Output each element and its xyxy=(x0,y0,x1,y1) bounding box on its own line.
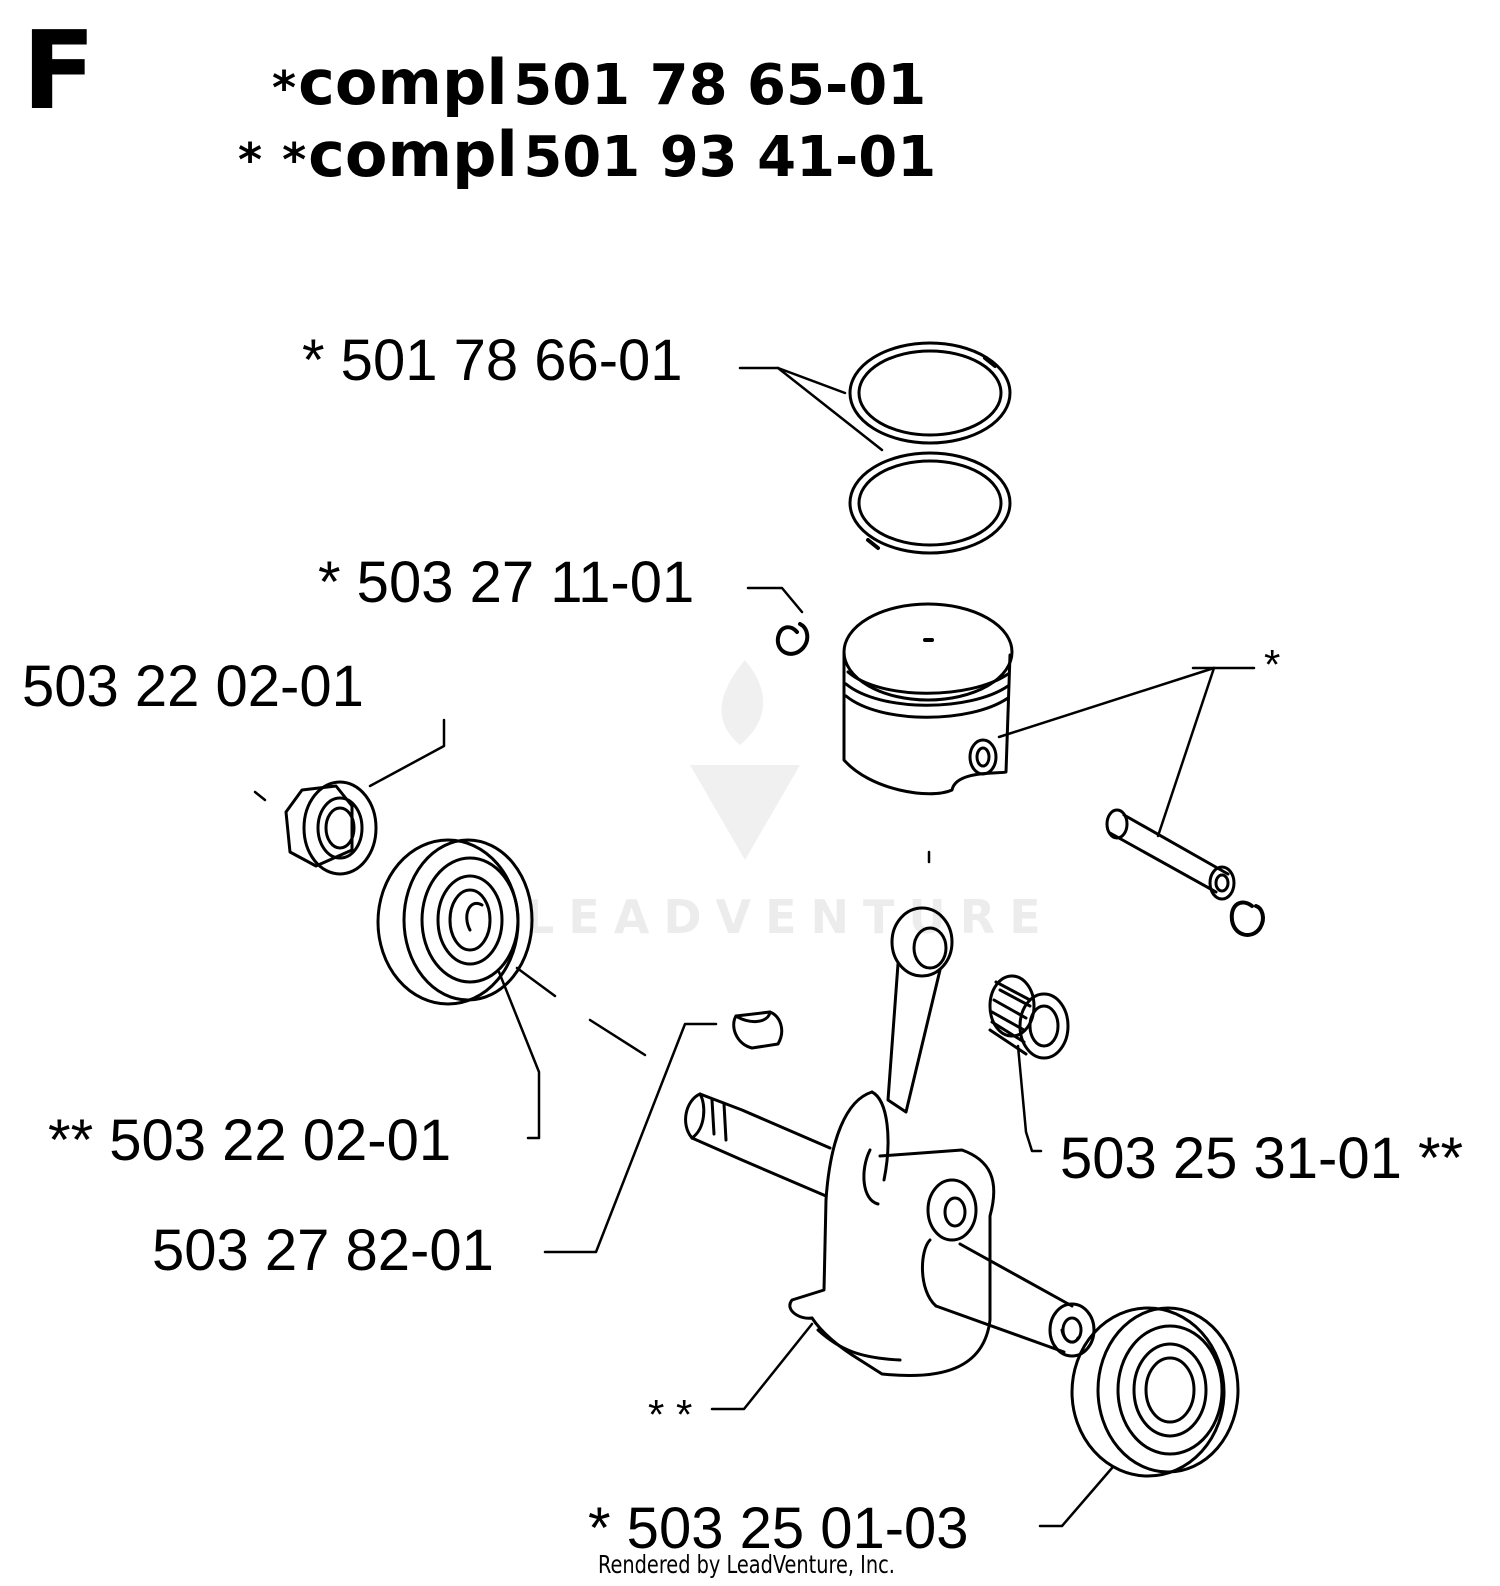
key xyxy=(732,1010,784,1050)
piston xyxy=(842,602,1014,796)
crankshaft xyxy=(684,906,1096,1378)
header-label: compl xyxy=(298,46,508,119)
label-circlip: * 503 27 11-01 xyxy=(318,550,695,615)
needle-bearing xyxy=(988,974,1070,1060)
leader-lines xyxy=(253,366,1256,1528)
ball-bearing-left xyxy=(376,838,534,1006)
watermark-logo xyxy=(690,660,800,860)
label-needle-bearing: 503 25 31-01 ** xyxy=(1060,1126,1464,1191)
label-crankshaft: * * xyxy=(648,1391,693,1438)
watermark-text: LEADVENTURE xyxy=(525,890,1055,944)
ball-bearing-right xyxy=(1070,1306,1240,1478)
label-piston-rings: * 501 78 66-01 xyxy=(302,328,683,393)
circlip-icon xyxy=(1229,900,1265,937)
header-marker: * xyxy=(272,61,299,115)
piston-ring-top-inner xyxy=(857,349,1003,437)
label-piston-pin: * xyxy=(1264,641,1281,688)
section-letter: F xyxy=(22,9,96,134)
piston-ring-top xyxy=(848,341,1012,445)
header-marker: * * xyxy=(238,133,309,187)
label-nut: 503 22 02-01 xyxy=(22,654,364,719)
header-compl-1: *compl 501 78 65-01 xyxy=(272,52,926,114)
label-bearing-left: ** 503 22 02-01 xyxy=(48,1108,452,1173)
header-compl-2: * *compl 501 93 41-01 xyxy=(238,124,936,186)
footer-credit: Rendered by LeadVenture, Inc. xyxy=(598,1550,895,1579)
header-part-number: 501 93 41-01 xyxy=(523,125,937,190)
label-bearing-right: * 503 25 01-03 xyxy=(588,1496,969,1561)
piston-ring-bottom-inner xyxy=(857,459,1003,547)
header-part-number: 501 78 65-01 xyxy=(513,53,927,118)
piston-rings xyxy=(848,341,1012,555)
nut xyxy=(284,780,378,876)
piston-ring-bottom xyxy=(848,451,1012,555)
circlip-icon xyxy=(775,622,810,656)
label-key: 503 27 82-01 xyxy=(152,1218,494,1283)
header-label: compl xyxy=(308,118,518,191)
piston-pin xyxy=(1105,808,1236,901)
